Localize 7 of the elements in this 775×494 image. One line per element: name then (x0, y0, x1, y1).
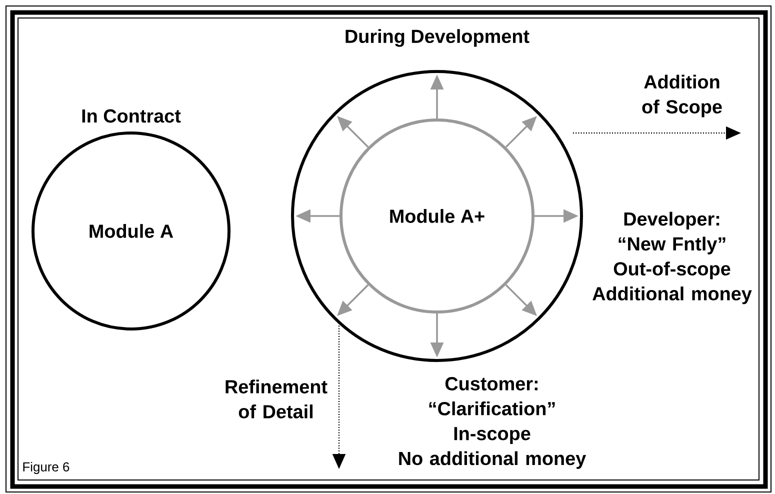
circle-heading: During Development (346, 29, 530, 47)
direction-label: Refinement of Detail (226, 380, 328, 418)
circle-heading: In Contract (82, 109, 181, 123)
direction-label: Addition of Scope (642, 74, 722, 118)
figure-caption: Figure 6 (23, 462, 70, 474)
note-text: Developer: “New Fntly” Out-of-scope Additional money (592, 212, 752, 304)
note-text: Customer: “Clarification” In-scope No additional money (399, 377, 586, 469)
